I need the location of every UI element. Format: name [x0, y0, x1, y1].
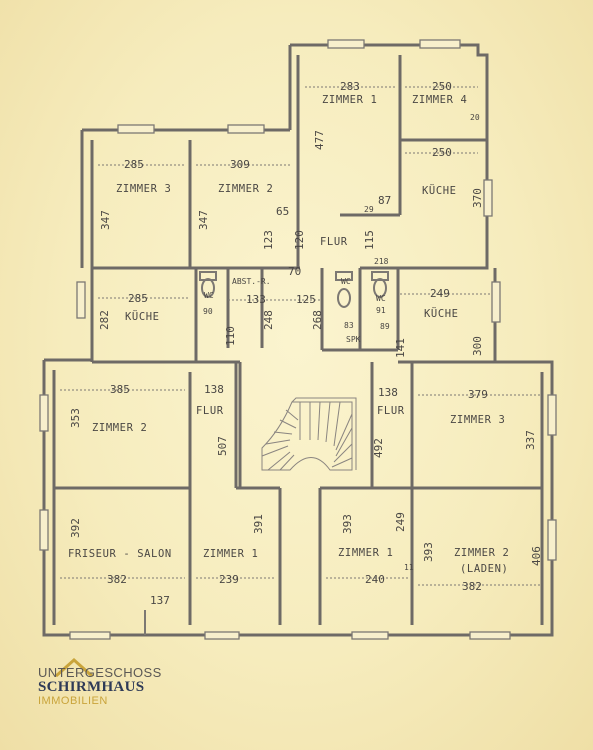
dimension-label: 83: [344, 321, 354, 330]
room-label: WC: [341, 277, 351, 286]
dimension-label: 125: [296, 293, 316, 306]
room-label: (LADEN): [460, 563, 508, 575]
room-label: WC: [204, 291, 214, 300]
dimension-label: 240: [365, 573, 385, 586]
room-label: FLUR: [320, 236, 348, 248]
windows: [39, 39, 557, 640]
dimension-label: 406: [530, 546, 543, 566]
room-label: WC: [376, 294, 386, 303]
dimension-label: 120: [293, 230, 306, 250]
dimension-label: 141: [394, 338, 407, 358]
dimension-labels: 283 250 250 20 87 29 65 285 309 70 218 2…: [60, 80, 540, 607]
wc-symbols: [199, 271, 389, 308]
dimension-label: 385: [110, 383, 130, 396]
room-label: KÜCHE: [125, 310, 160, 323]
walls: [42, 43, 554, 637]
room-label: ZIMMER 1: [322, 94, 377, 106]
dimension-label: 353: [69, 408, 82, 428]
room-label: ZIMMER 2: [218, 183, 273, 195]
dimension-label: 11: [404, 563, 414, 572]
dimension-label: 70: [288, 265, 301, 278]
dimension-label: 282: [98, 310, 111, 330]
room-label: KÜCHE: [422, 184, 457, 197]
dimension-label: 91: [376, 306, 386, 315]
brand-subtitle: IMMOBILIEN: [38, 695, 108, 707]
dimension-label: 115: [363, 230, 376, 250]
dimension-label: 123: [262, 230, 275, 250]
dimension-label: 137: [150, 594, 170, 607]
dimension-label: 391: [252, 514, 265, 534]
room-label: ABST.-R.: [232, 277, 271, 286]
dimension-label: 248: [262, 310, 275, 330]
dimension-label: 65: [276, 205, 289, 218]
room-label: FLUR: [377, 405, 405, 417]
dimension-label: 89: [380, 322, 390, 331]
room-label: ZIMMER 2: [454, 547, 509, 559]
dimension-label: 133: [246, 293, 266, 306]
dimension-label: 268: [311, 310, 324, 330]
dimension-label: 250: [432, 146, 452, 159]
room-label: KÜCHE: [424, 307, 459, 320]
dimension-label: 285: [128, 292, 148, 305]
brand-name: SCHIRMHAUS: [38, 679, 145, 695]
dimension-label: 379: [468, 388, 488, 401]
dimension-label: 90: [203, 307, 213, 316]
room-label: SPK: [346, 335, 361, 344]
room-label: ZIMMER 2: [92, 422, 147, 434]
dimension-label: 347: [197, 210, 210, 230]
dimension-label: 249: [394, 512, 407, 532]
dimension-label: 300: [471, 336, 484, 356]
dimension-label: 218: [374, 257, 389, 266]
dimension-label: 138: [378, 386, 398, 399]
dimension-label: 110: [224, 326, 237, 346]
dimension-label: 507: [216, 436, 229, 456]
dimension-labels-vertical: 477 370 347 347 123 120 115 282 110 248 …: [69, 130, 543, 566]
room-label: ZIMMER 3: [450, 414, 505, 426]
dimension-label: 382: [107, 573, 127, 586]
dimension-label: 309: [230, 158, 250, 171]
room-label: ZIMMER 4: [412, 94, 467, 106]
room-label: ZIMMER 1: [203, 548, 258, 560]
dimension-label: 249: [430, 287, 450, 300]
dimension-label: 87: [378, 194, 391, 207]
room-label: ZIMMER 1: [338, 547, 393, 559]
floor-title: UNTERGESCHOSS: [38, 665, 162, 680]
room-label: FRISEUR - SALON: [68, 548, 172, 560]
dimension-label: 250: [432, 80, 452, 93]
dimension-label: 29: [364, 205, 374, 214]
brand-roof-icon: [55, 657, 93, 678]
dimension-label: 337: [524, 430, 537, 450]
dimension-label: 239: [219, 573, 239, 586]
dimension-label: 393: [341, 514, 354, 534]
dimension-label: 20: [470, 113, 480, 122]
dimension-label: 370: [471, 188, 484, 208]
dimension-label: 392: [69, 518, 82, 538]
dimension-label: 477: [313, 130, 326, 150]
room-label: ZIMMER 3: [116, 183, 171, 195]
dimension-label: 138: [204, 383, 224, 396]
dimension-label: 393: [422, 542, 435, 562]
room-labels: ZIMMER 1 ZIMMER 4 ZIMMER 3 ZIMMER 2 KÜCH…: [68, 94, 509, 575]
staircase: [261, 397, 357, 471]
dimension-label: 492: [372, 438, 385, 458]
dimension-label: 347: [99, 210, 112, 230]
dimension-label: 283: [340, 80, 360, 93]
dimension-label: 382: [462, 580, 482, 593]
dimension-label: 285: [124, 158, 144, 171]
room-label: FLUR: [196, 405, 224, 417]
